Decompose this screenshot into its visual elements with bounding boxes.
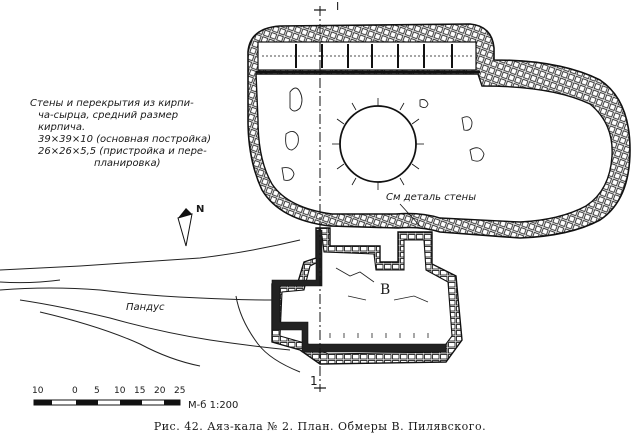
pit-hatching xyxy=(332,98,424,190)
north-label: N xyxy=(196,204,205,215)
annex-court xyxy=(279,235,453,355)
scale-ratio: М-б 1:200 xyxy=(188,400,239,411)
terrain-lines xyxy=(0,239,301,373)
note-line-2: ча-сырца, средний размер xyxy=(38,110,179,121)
scale-tick-1: 0 xyxy=(72,386,78,396)
note-line-5: 26×26×5,5 (пристройка и пере- xyxy=(38,146,207,157)
north-arrow-icon xyxy=(177,208,193,247)
scale-tick-3: 10 xyxy=(114,386,126,396)
annex-marks xyxy=(335,267,429,303)
scale-tick-0: 10 xyxy=(32,386,44,396)
stepped-wall xyxy=(271,229,447,353)
room-b-label: В xyxy=(380,282,391,298)
central-pit xyxy=(339,105,417,183)
inner-court xyxy=(255,73,613,223)
scale-tick-6: 25 xyxy=(174,386,186,396)
note-line-1: Стены и перекрытия из кирпи- xyxy=(30,98,194,109)
detail-label: См деталь стены xyxy=(386,192,477,203)
annex-ticks xyxy=(329,333,429,338)
section-label-bottom: 1 xyxy=(310,374,318,388)
scale-tick-4: 15 xyxy=(134,386,146,396)
ramp-label: Пандус xyxy=(126,302,165,313)
ruin-marks xyxy=(281,87,485,181)
scale-tick-2: 5 xyxy=(94,386,100,396)
note-line-3: кирпича. xyxy=(38,122,86,133)
scale-tick-5: 20 xyxy=(154,386,166,396)
detail-pointer xyxy=(399,203,421,227)
scale-bar xyxy=(33,399,181,406)
figure-caption: Рис. 42. Аяз-кала № 2. План. Обмеры В. П… xyxy=(153,420,487,433)
section-label-top: I xyxy=(336,0,340,13)
note-line-6: планировка) xyxy=(94,158,161,169)
note-line-4: 39×39×10 (основная постройка) xyxy=(38,134,212,145)
